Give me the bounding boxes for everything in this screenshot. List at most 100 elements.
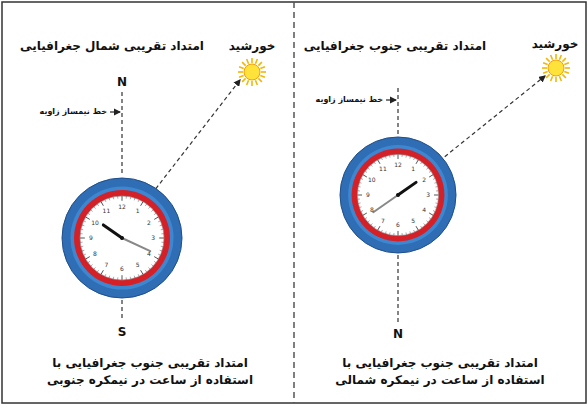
clock-tick [424,223,426,225]
clock-tick [161,233,163,234]
clock-tick [409,231,411,233]
clock-tick [161,229,163,230]
clock-tick [374,226,375,228]
sun-ray [238,71,243,73]
clock-tick [365,171,367,172]
clock-tick [148,267,150,269]
clock-tick [113,197,114,199]
clock-pivot [120,236,124,240]
clock-tick [81,229,83,230]
sun-ray [564,71,569,73]
sun-ray [258,78,262,82]
bisector-line [121,92,122,176]
clock-tick [151,264,153,266]
clock-tick [421,226,422,228]
clock-tick [82,250,84,252]
clock-tick [436,199,438,200]
clock-tick [358,190,360,191]
clock-tick [365,218,367,219]
clock-tick [358,199,360,200]
sun-ray [546,74,550,78]
sun-ray [260,67,265,69]
clock-numeral: 10 [91,219,99,227]
clock-rim-inner [348,145,448,245]
minute-hand [373,195,398,212]
clock-tick [159,238,164,239]
clock-tick [141,270,143,274]
clock-tick [126,196,127,198]
sun-ray [242,78,246,82]
clock-tick [398,231,399,236]
clock-tick [158,254,160,256]
clock-icon [340,137,456,253]
clock-tick [361,178,363,180]
clock-red-ring [74,190,170,286]
clock-tick [130,197,131,199]
clock-tick [363,175,367,177]
leader-line [110,111,120,112]
clock-tick [91,210,93,212]
divider [293,2,295,403]
clock-tick [154,217,158,219]
clock-tick [389,155,390,157]
clock-tick [434,206,436,208]
sun-ray [546,58,550,62]
clock-tick [402,233,403,235]
clock-tick [94,267,96,269]
direction-letter: N [393,327,403,342]
direction-letter: S [118,325,127,340]
clock-tick [88,261,90,262]
clock-numeral: 12 [118,203,126,211]
sun-icon [542,54,570,82]
clock-tick [94,207,96,209]
clock-numeral: 1 [136,207,140,215]
clock-tick [104,200,106,202]
sun-ray [258,62,262,66]
clock-tick [361,210,363,212]
sun-ray [251,81,253,86]
clock-tick [429,175,433,177]
clock-numeral: 7 [104,261,108,269]
clock-tick [101,270,103,274]
clock-tick [145,204,146,206]
sun-ray [260,75,265,77]
clock-tick [134,198,136,200]
sun-ray [255,80,257,85]
clock-tick [88,213,90,214]
sun-ray [247,59,249,64]
clock-numeral: 12 [394,161,402,169]
sun-ray [251,58,253,63]
minute-hand [122,238,150,251]
clock-tick [86,257,90,259]
sun-ray [239,67,244,69]
clock-tick [413,158,415,160]
clock-tick [371,223,373,225]
clock-tick [91,264,93,266]
clock-face [80,196,164,280]
clock-tick [368,168,370,170]
sun-ray [555,54,557,59]
clock-numeral: 5 [411,217,415,225]
clock-tick [84,254,86,256]
clock-tick [405,155,406,157]
clock-numeral: 2 [422,176,426,184]
leader-line [386,99,396,100]
clock-tick [138,200,140,202]
clock-tick [117,277,118,279]
clock-numeral: 8 [93,250,97,258]
clock-tick [141,202,143,206]
sun-ray [562,74,566,78]
clock-tick [359,182,361,184]
sun-ray [542,67,547,69]
sun-disc [548,60,564,76]
clock-tick [398,154,399,159]
clock-tick [151,210,153,212]
sun-ray [555,77,557,82]
clock-tick [158,220,160,222]
clock-tick [161,242,163,243]
clock-numeral: 2 [147,219,151,227]
clock-tick [426,168,428,170]
sun-ray [559,55,561,60]
sun-ray [559,76,561,81]
